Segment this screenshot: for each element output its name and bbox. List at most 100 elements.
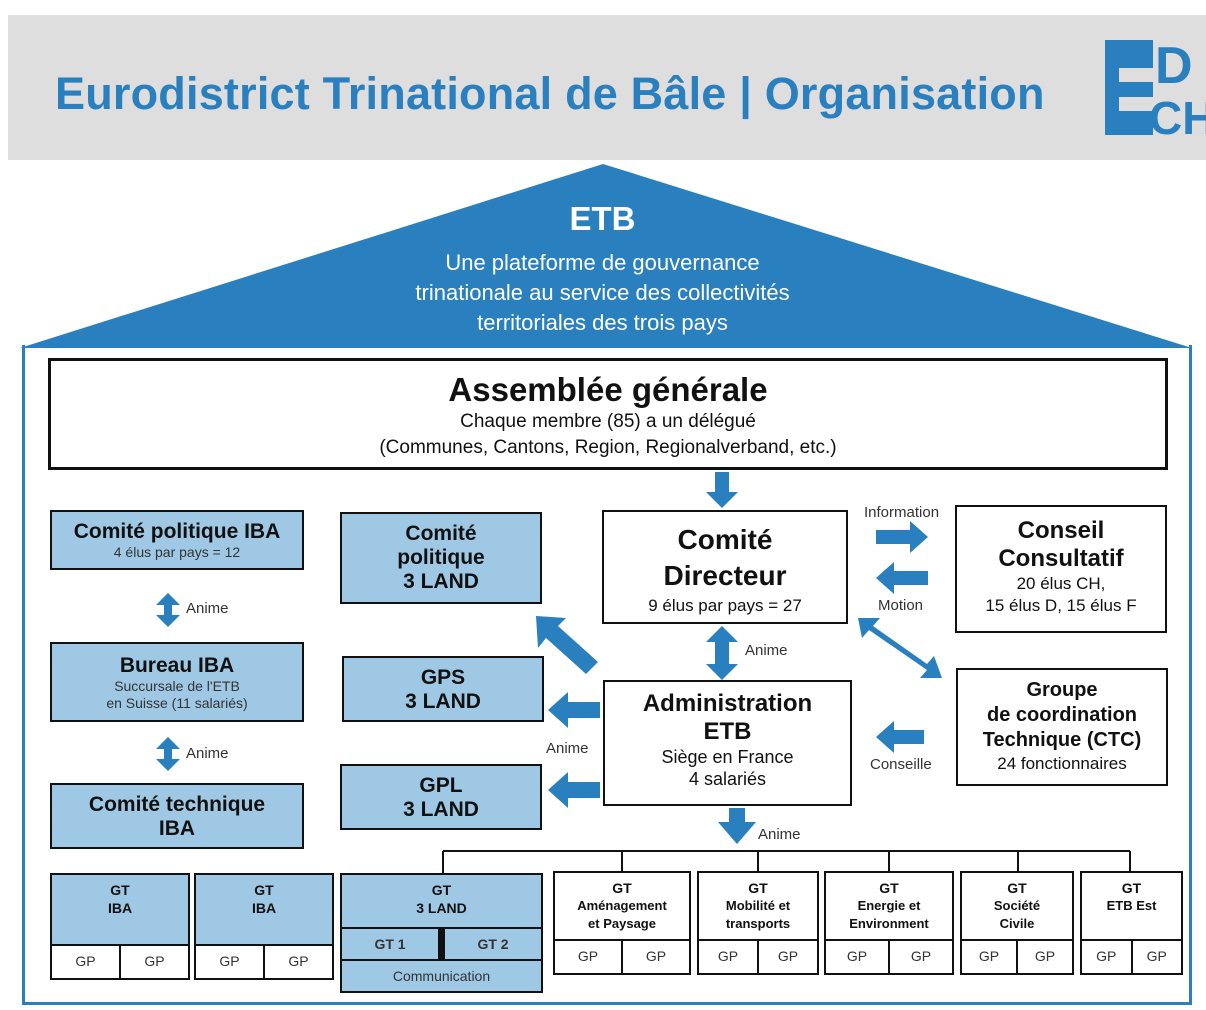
box-subtitle: 4 salariés [688, 769, 767, 789]
gt-line: transports [725, 916, 791, 931]
administration-etb-box: Administration ETB Siège en France 4 sal… [603, 680, 852, 806]
gt-etb-est-box: GT ETB Est GP GP [1080, 871, 1183, 975]
gp-cell: GP [219, 953, 240, 969]
ctc-box: Groupe de coordination Technique (CTC) 2… [956, 668, 1168, 786]
gp-cell: GP [717, 948, 739, 964]
gt-line: GT [1007, 880, 1027, 896]
gt-line: 3 LAND [416, 900, 467, 916]
gt-line: Aménagement [577, 898, 667, 913]
assemblee-line: Chaque membre (85) a un délégué [460, 411, 756, 432]
anime-label: Anime [186, 745, 229, 762]
box-subtitle: 4 élus par pays = 12 [113, 544, 241, 560]
gt-line: Mobilité et [725, 898, 791, 913]
assemblee-line: (Communes, Cantons, Region, Regionalverb… [379, 437, 837, 458]
gt-amenagement-box: GT Aménagement et Paysage GP GP [553, 871, 691, 975]
etb-title: ETB [569, 200, 636, 237]
box-line: Comité [677, 524, 773, 555]
box-line: Directeur [663, 560, 787, 591]
updown-arrow [156, 737, 180, 771]
bureau-iba-box: Bureau IBA Succursale de l'ETB en Suisse… [50, 642, 304, 722]
gp-row: GP GP [699, 939, 817, 973]
gt-line: GT [431, 882, 452, 898]
gt-energie-box: GT Energie et Environment GP GP [824, 871, 954, 975]
box-line: 3 LAND [403, 798, 479, 821]
gps-3land-box: GPS 3 LAND [342, 656, 544, 722]
comite-politique-iba-box: Comité politique IBA 4 élus par pays = 1… [50, 510, 304, 570]
etb-subtitle-line: Une plateforme de gouvernance [445, 250, 760, 275]
assemblee-generale-box: Assemblée générale Chaque membre (85) a … [48, 358, 1168, 470]
gp-row: GP GP [555, 939, 689, 973]
gt-line: ETB Est [1106, 898, 1157, 913]
gp-cell: GP [888, 941, 952, 973]
diagonal-arrow [536, 616, 598, 674]
box-line: politique [397, 546, 485, 569]
box-line: Comité [405, 522, 477, 545]
gp-cell: GP [577, 948, 599, 964]
etb-subtitle-line: territoriales des trois pays [477, 310, 728, 335]
gp-cell: GP [978, 948, 1000, 964]
box-line: GPL [419, 774, 463, 797]
gt-mobilite-box: GT Mobilité et transports GP GP [697, 871, 819, 975]
box-line: ETB [703, 718, 752, 745]
box-line: Groupe [1026, 679, 1098, 701]
gt-line: GT [110, 882, 130, 898]
left-arrow [876, 562, 928, 594]
gp-cell: GP [757, 941, 817, 973]
eurodistrict-logo: D CH [1105, 37, 1206, 135]
anime-label: Anime [745, 642, 788, 659]
box-subtitle: 9 élus par pays = 27 [648, 596, 802, 615]
anime-label: Anime [186, 600, 229, 617]
gt-line: GT [612, 880, 632, 896]
gp-cell: GP [621, 941, 689, 973]
right-arrow [876, 521, 928, 553]
gp-row: GP GP [962, 939, 1072, 973]
box-subtitle: Succursale de l'ETB [114, 678, 240, 694]
conseille-label: Conseille [870, 756, 932, 773]
box-title: Comité technique [88, 793, 266, 816]
box-line: 3 LAND [405, 690, 481, 713]
gp-row: GP GP [196, 944, 332, 978]
left-arrow [548, 692, 600, 728]
left-arrow [548, 772, 600, 808]
gt-line: IBA [107, 900, 133, 916]
box-title: Comité politique IBA [73, 520, 281, 543]
gt-sub-cell: GT 1 [374, 936, 406, 952]
box-subtitle: Siège en France [661, 747, 794, 767]
motion-label: Motion [878, 597, 924, 614]
box-line: Consultatif [998, 545, 1124, 572]
box-line: GPS [420, 666, 466, 689]
anime-label: Anime [546, 740, 589, 757]
conseil-consultatif-box: Conseil Consultatif 20 élus CH, 15 élus … [955, 505, 1167, 633]
svg-text:D: D [1155, 37, 1193, 95]
gt-line: GT [879, 880, 899, 896]
etb-subtitle: Une plateforme de gouvernance trinationa… [360, 248, 845, 338]
gt-line: Environment [849, 916, 929, 931]
box-line: Administration [642, 690, 813, 717]
svg-text:CH: CH [1149, 92, 1206, 135]
diagonal-double-arrow [858, 618, 942, 678]
gp-row: GP GP [1082, 939, 1181, 973]
box-line: 3 LAND [403, 570, 479, 593]
divider [438, 929, 445, 959]
gp-cell: GP [1016, 941, 1072, 973]
roof [20, 164, 1192, 348]
anime-label: Anime [758, 826, 801, 843]
gt-line: Energie et [857, 898, 921, 913]
box-line: Technique (CTC) [982, 729, 1142, 751]
comite-directeur-box: Comité Directeur 9 élus par pays = 27 [602, 510, 848, 624]
down-arrow [706, 472, 738, 508]
box-subtitle: 24 fonctionnaires [997, 754, 1127, 773]
updown-arrow [156, 593, 180, 627]
gt-line: Civile [999, 916, 1035, 931]
comite-technique-iba-box: Comité technique IBA [50, 783, 304, 849]
gp-cell: GP [119, 946, 188, 978]
gt-sub-row: GT 1 GT 2 [342, 927, 541, 961]
box-line: de coordination [987, 704, 1137, 726]
box-subtitle: 15 élus D, 15 élus F [985, 596, 1137, 615]
assemblee-title: Assemblée générale [448, 371, 768, 408]
gt-line: Société [993, 898, 1041, 913]
gt-sub-cell: GT 2 [477, 936, 509, 952]
house-frame [22, 345, 1192, 1005]
communication-footer: Communication [392, 968, 491, 984]
